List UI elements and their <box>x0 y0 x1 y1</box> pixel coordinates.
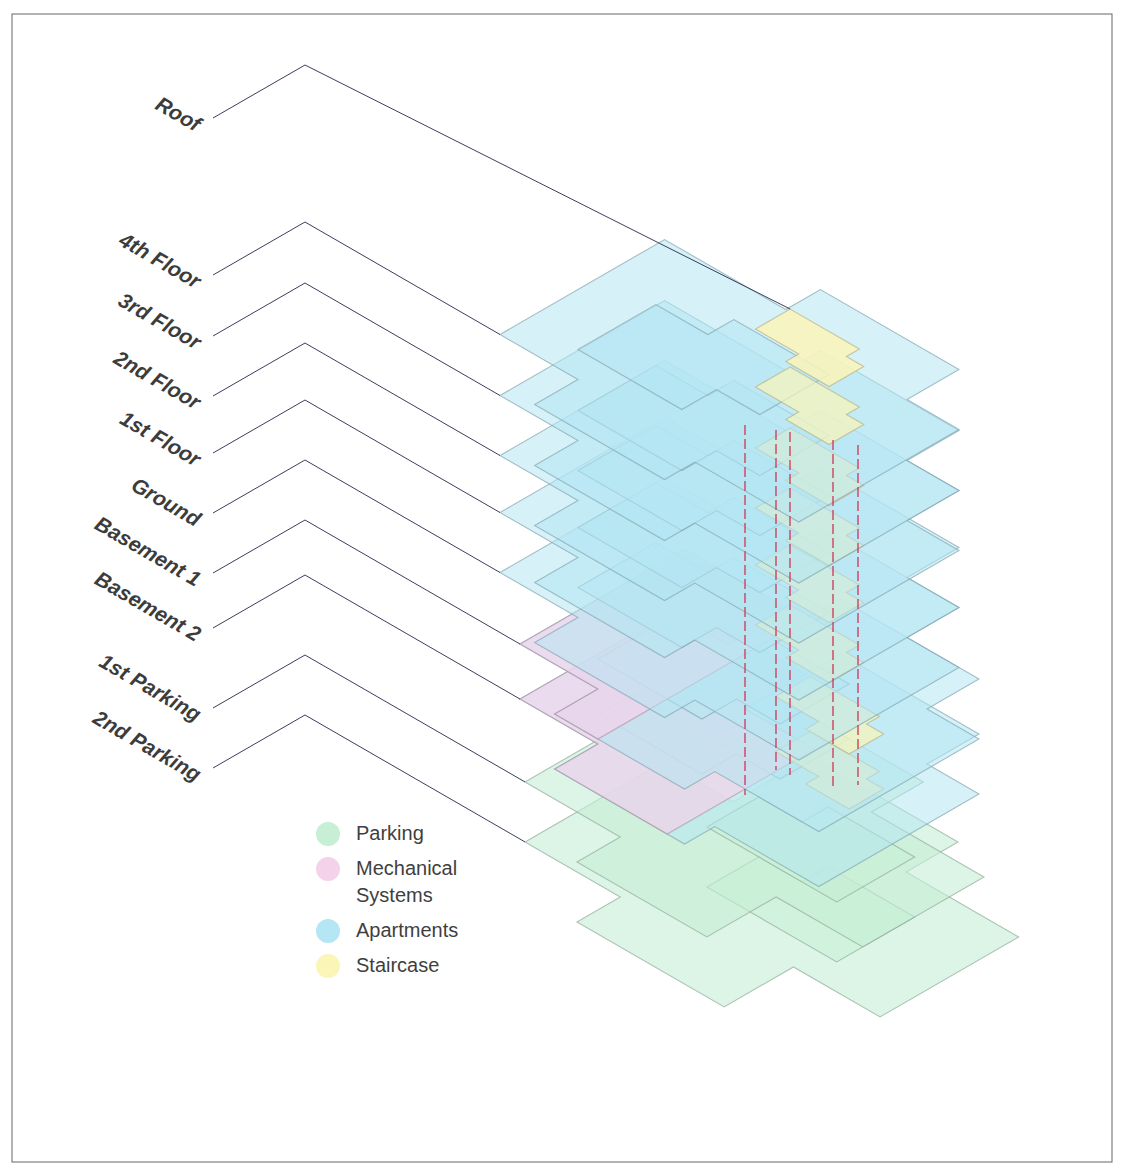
column-line <box>857 445 858 785</box>
leader-line <box>213 460 500 573</box>
floor-plates <box>500 240 1019 1017</box>
staircase-plate <box>755 309 863 387</box>
leader-line <box>213 65 790 309</box>
column-line <box>789 432 790 775</box>
legend-item: Apartments <box>316 917 506 944</box>
leader-line <box>213 222 500 335</box>
legend-text: Parking <box>356 820 506 847</box>
legend-swatch <box>316 954 340 978</box>
floor-label: Ground <box>127 473 205 532</box>
legend-item: Parking <box>316 820 506 847</box>
floor-label: Roof <box>151 92 204 137</box>
leader-line <box>213 400 500 513</box>
legend-item: Staircase <box>316 952 506 979</box>
leaders <box>213 65 790 842</box>
apartment-plate <box>500 240 959 523</box>
leader-line <box>213 655 525 782</box>
staircase-plate <box>755 367 863 445</box>
leader-line <box>213 575 520 699</box>
column-line <box>832 440 833 790</box>
legend-text: Mechanical Systems <box>356 855 506 909</box>
columns <box>745 425 858 795</box>
leader-line <box>213 343 500 456</box>
leader-line <box>213 283 500 396</box>
frame <box>12 14 1112 1162</box>
legend-swatch <box>316 919 340 943</box>
roof-plate <box>755 309 863 387</box>
legend-item: Mechanical Systems <box>316 855 506 909</box>
legend-text: Staircase <box>356 952 506 979</box>
floor-label: 2nd Floor <box>110 346 205 415</box>
legend-swatch <box>316 857 340 881</box>
column-line <box>744 425 745 795</box>
floor-label: 1st Floor <box>116 406 205 471</box>
column-line <box>775 430 776 770</box>
floor-plate <box>500 240 959 523</box>
leader-line <box>213 520 520 644</box>
legend-swatch <box>316 822 340 846</box>
floor-label: 3rd Floor <box>114 288 205 354</box>
floor-label: 4th Floor <box>115 228 205 294</box>
legend-text: Apartments <box>356 917 506 944</box>
